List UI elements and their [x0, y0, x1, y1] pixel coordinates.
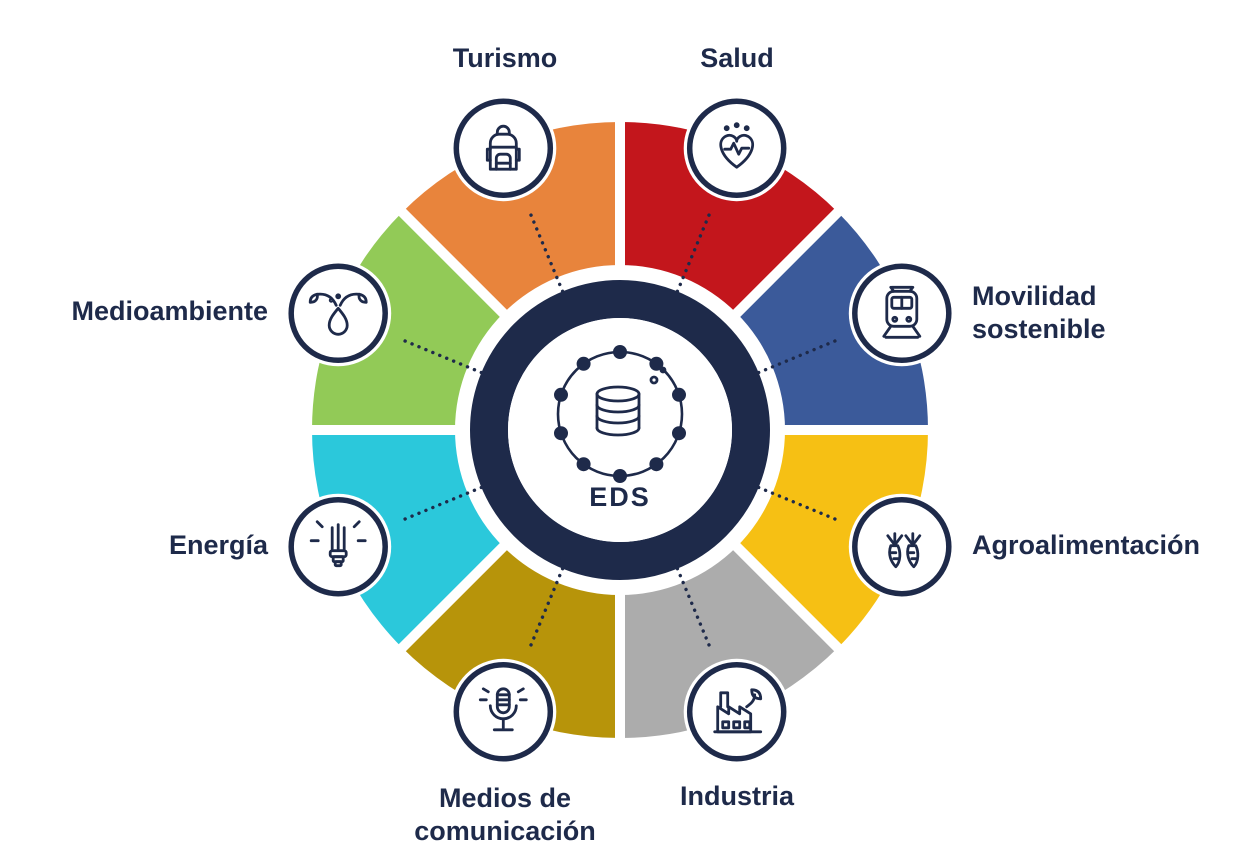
dotted-connector [675, 206, 714, 294]
dotted-connector [396, 485, 484, 524]
heart-pulse-icon [719, 122, 755, 169]
icon-badge-salud [683, 95, 790, 202]
dotted-connector [675, 566, 714, 654]
sector-label-energia: Energía [168, 530, 268, 560]
icon-badge-movilidad-sostenible [848, 260, 955, 367]
hub-ring [470, 280, 770, 580]
water-drop-leaves-icon [308, 292, 368, 336]
icon-circle [852, 263, 952, 364]
icon-badge-turismo [450, 95, 557, 202]
icon-badge-medios-de-comunicacion [450, 658, 557, 765]
icon-circle [852, 496, 952, 597]
icon-circle [288, 263, 388, 364]
icon-badge-energia [285, 493, 392, 600]
sector-label-industria: Industria [679, 781, 794, 811]
database-network-icon [554, 345, 686, 483]
dotted-connector [526, 206, 565, 294]
tram-icon [882, 285, 922, 339]
sector-label-salud: Salud [700, 43, 774, 73]
sector-label-turismo: Turismo [452, 43, 558, 73]
sector-label-medios-de-comunicacion: Medios de comunicación [414, 783, 596, 846]
icon-badge-industria [683, 658, 790, 765]
energy-bulb-icon [309, 520, 367, 568]
database-icon [595, 366, 667, 437]
dotted-connectors [396, 206, 844, 654]
dotted-connector [756, 485, 844, 524]
icon-badge-medioambiente [285, 260, 392, 367]
dotted-connector [396, 336, 484, 375]
sector-label-medioambiente: Medioambiente [71, 296, 268, 326]
dotted-connector [756, 336, 844, 375]
eco-factory-icon [713, 688, 763, 734]
microphone-icon [478, 687, 528, 732]
dotted-connector [526, 566, 565, 654]
hub-label: EDS [589, 482, 651, 512]
sector-label-agroalimentacion: Agroalimentación [972, 530, 1201, 560]
icon-badge-agroalimentacion [848, 493, 955, 600]
sector-label-movilidad-sostenible: Movilidad sostenible [972, 281, 1106, 344]
carrots-icon [886, 532, 922, 569]
backpack-icon [485, 124, 521, 171]
hub-inner-circle [508, 318, 732, 542]
